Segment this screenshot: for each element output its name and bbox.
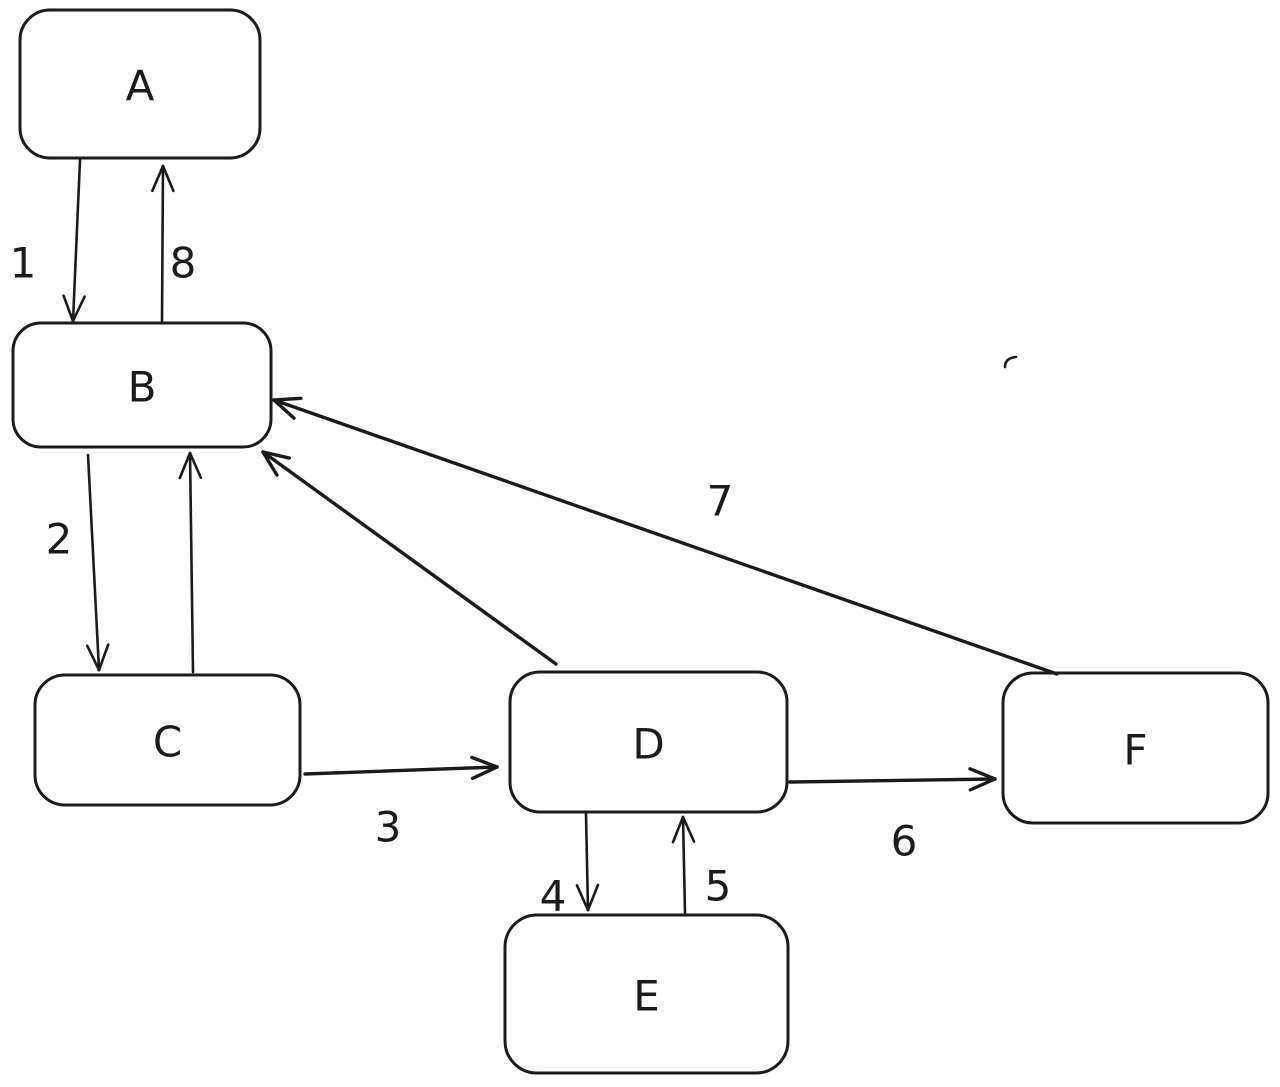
- edge-shaft-C-D: [303, 765, 499, 776]
- edge-D-to-E: 4: [540, 812, 600, 921]
- node-B: B: [11, 321, 273, 449]
- arrowhead-A-B: [71, 295, 86, 323]
- edge-shaft-F-B: [272, 398, 1059, 676]
- edge-C-to-D: 3: [303, 755, 499, 852]
- edge-shaft-D-B: [261, 450, 558, 666]
- arrowhead-B-C: [97, 643, 110, 672]
- edge-F-to-B: 7: [272, 396, 1059, 676]
- node-box-B: [11, 321, 273, 449]
- edge-label-B-A: 8: [170, 239, 197, 288]
- node-box-C: [33, 673, 302, 807]
- node-label-F: F: [1123, 726, 1147, 775]
- node-label-A: A: [126, 62, 155, 111]
- arrowhead-C-D: [470, 755, 499, 769]
- edge-shaft-D-F: [788, 777, 997, 784]
- arrowhead-C-D: [470, 765, 499, 781]
- node-label-B: B: [128, 363, 157, 412]
- edge-A-to-B: 1: [10, 158, 86, 323]
- edge-shaft-E-D: [681, 815, 687, 915]
- node-label-D: D: [632, 720, 664, 769]
- edge-shaft-D-E: [584, 812, 590, 912]
- arrowhead-D-B: [261, 450, 279, 477]
- node-E: E: [503, 913, 790, 1075]
- arrowhead-D-B: [261, 450, 292, 460]
- node-box-F: [1001, 671, 1270, 825]
- edge-label-A-B: 1: [10, 239, 37, 288]
- node-D: D: [508, 670, 789, 814]
- arrowhead-D-E: [586, 883, 600, 912]
- edge-label-B-C: 2: [46, 515, 73, 564]
- arrowhead-B-A: [161, 164, 175, 193]
- arrowhead-C-B: [188, 451, 203, 480]
- node-label-C: C: [153, 718, 182, 767]
- node-label-E: E: [633, 972, 660, 1021]
- edge-E-to-D: 5: [671, 815, 732, 915]
- edge-D-to-B: [261, 450, 558, 666]
- edge-label-E-D: 5: [705, 862, 732, 911]
- arrowhead-A-B: [62, 294, 75, 323]
- arrowhead-F-B: [272, 396, 303, 402]
- edge-label-D-E: 4: [540, 872, 567, 921]
- node-A: A: [18, 8, 262, 160]
- edge-C-to-B: [178, 451, 203, 674]
- arrowhead-D-F: [968, 767, 997, 781]
- node-F: F: [1001, 671, 1270, 825]
- arrowhead-E-D: [671, 815, 685, 844]
- arrowhead-D-F: [968, 777, 997, 792]
- arrowhead-D-E: [575, 884, 590, 912]
- node-C: C: [33, 673, 302, 807]
- node-box-E: [503, 913, 790, 1075]
- edge-label-D-F: 6: [891, 817, 918, 866]
- edge-D-to-F: 6: [788, 767, 997, 866]
- stray-pen-mark: [1003, 355, 1018, 369]
- edge-shaft-A-B: [71, 158, 82, 323]
- edge-shaft-B-A: [160, 164, 165, 323]
- edge-B-to-C: 2: [46, 453, 110, 672]
- arrowhead-F-B: [272, 398, 296, 420]
- arrowhead-B-C: [85, 644, 101, 672]
- edge-B-to-A: 8: [151, 164, 197, 323]
- node-box-D: [508, 670, 789, 814]
- arrowhead-C-B: [178, 451, 192, 480]
- arrowhead-B-A: [151, 164, 165, 193]
- edge-shaft-B-C: [86, 453, 101, 672]
- node-box-A: [18, 8, 262, 160]
- edge-shaft-C-B: [188, 451, 195, 674]
- arrowhead-E-D: [681, 815, 696, 843]
- edge-label-C-D: 3: [375, 803, 402, 852]
- edge-label-F-B: 7: [707, 477, 734, 526]
